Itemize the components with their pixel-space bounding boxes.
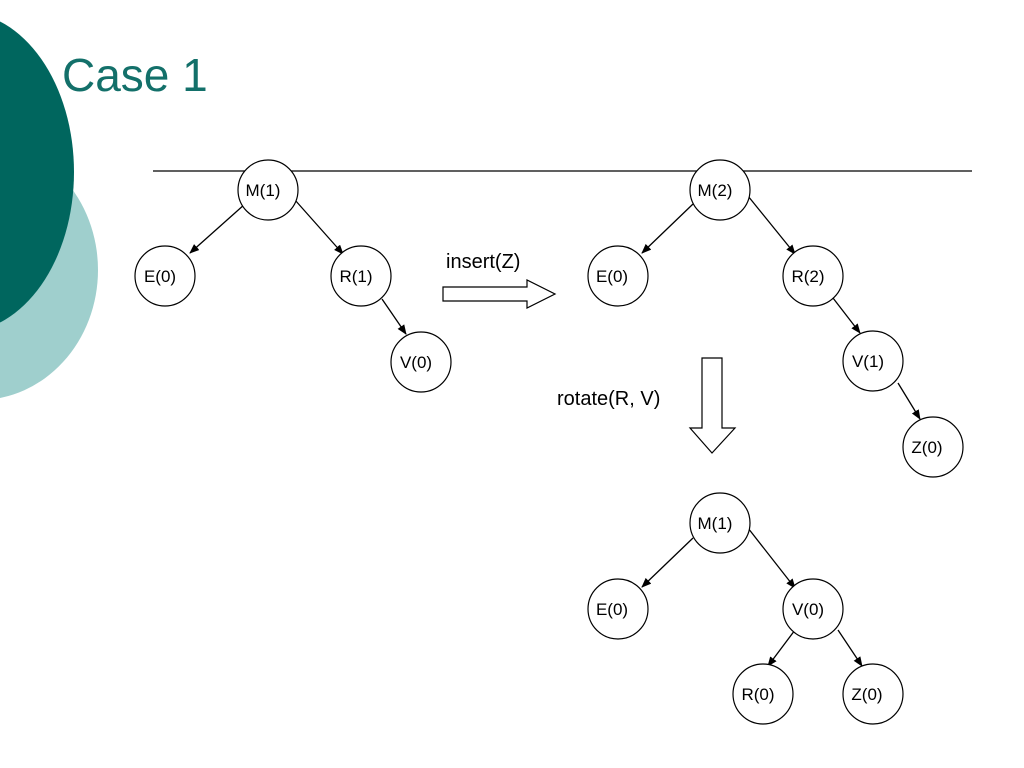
node-label: R(2): [791, 267, 824, 286]
edge-m-e: [641, 203, 694, 254]
tree-node: R(1): [330, 245, 392, 307]
edge-m-v: [747, 527, 796, 589]
node-label: V(0): [400, 353, 432, 372]
rotate-operation: rotate(R, V): [557, 357, 737, 454]
decorative-circles: [0, 0, 110, 420]
tree-node: Z(0): [902, 416, 964, 478]
tree-node: E(0): [134, 245, 196, 307]
tree-node: M(1): [237, 159, 299, 221]
edge-m-e: [189, 203, 246, 254]
node-label: R(0): [741, 685, 774, 704]
rotate-label: rotate(R, V): [557, 388, 660, 410]
node-label: E(0): [596, 267, 628, 286]
edge-m-r: [294, 199, 344, 255]
node-label: M(1): [698, 514, 733, 533]
node-label: Z(0): [851, 685, 882, 704]
tree-node: V(1): [842, 330, 904, 392]
tree-node: R(2): [782, 245, 844, 307]
node-label: V(1): [852, 352, 884, 371]
edge-v-r: [767, 629, 796, 667]
tree-node: E(0): [587, 578, 649, 640]
node-label: E(0): [596, 600, 628, 619]
down-arrow-icon: [688, 357, 737, 454]
node-label: M(2): [698, 181, 733, 200]
node-label: E(0): [144, 267, 176, 286]
tree-after-insert: M(2) E(0) R(2) V(1) Z(0): [587, 159, 964, 478]
insert-label: insert(Z): [446, 251, 520, 273]
tree-node: M(2): [689, 159, 751, 221]
node-label: Z(0): [911, 438, 942, 457]
tree-before: M(1) E(0) R(1) V(0): [134, 159, 452, 393]
tree-node: R(0): [732, 663, 794, 725]
edge-r-v: [381, 298, 407, 335]
tree-after-rotate: M(1) E(0) V(0) R(0) Z(0): [587, 492, 904, 725]
tree-node: E(0): [587, 245, 649, 307]
tree-node: V(0): [782, 578, 844, 640]
edge-m-e: [641, 537, 694, 588]
edge-v-z: [897, 382, 921, 420]
edge-v-z: [837, 629, 863, 667]
tree-node: Z(0): [842, 663, 904, 725]
right-arrow-icon: [442, 279, 557, 309]
edge-m-r: [747, 195, 796, 255]
node-label: R(1): [339, 267, 372, 286]
tree-node: V(0): [390, 331, 452, 393]
slide-title: Case 1: [62, 49, 208, 101]
insert-operation: insert(Z): [442, 251, 557, 309]
node-label: M(1): [246, 181, 281, 200]
edge-r-v: [832, 297, 861, 334]
tree-node: M(1): [689, 492, 751, 554]
node-label: V(0): [792, 600, 824, 619]
